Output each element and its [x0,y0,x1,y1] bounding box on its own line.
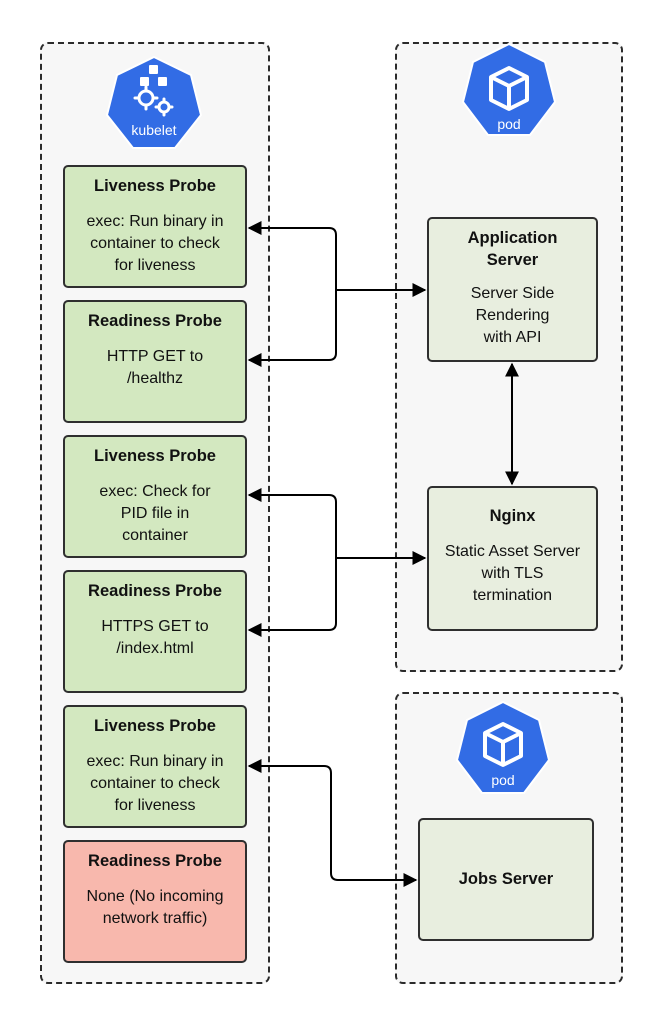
pod-label: pod [497,116,520,132]
probe-readiness-jobs: Readiness Probe None (No incoming networ… [63,840,247,963]
pod-badge-1: pod [461,42,557,140]
jobs-server-box: Jobs Server [418,818,594,941]
probe-liveness-app: Liveness Probe exec: Run binary in conta… [63,165,247,288]
pod-label: pod [491,772,514,788]
probe-readiness-app: Readiness Probe HTTP GET to /healthz [63,300,247,423]
probe-liveness-nginx: Liveness Probe exec: Check for PID file … [63,435,247,558]
probe-title: Readiness Probe [88,852,222,870]
server-description: Server Side Rendering with API [470,285,555,346]
probe-liveness-jobs: Liveness Probe exec: Run binary in conta… [63,705,247,828]
probe-title: Readiness Probe [88,312,222,330]
server-title: Application Server [467,229,558,269]
pod-cube-icon [489,66,529,111]
probe-title: Liveness Probe [94,177,216,195]
probe-title: Readiness Probe [88,582,222,600]
kubelet-badge: kubelet [104,55,204,153]
server-description: Static Asset Server with TLS termination [444,543,581,604]
probe-description: exec: Check for PID file in container [99,483,211,544]
probe-title: Liveness Probe [94,447,216,465]
pod-cube-icon [483,722,523,767]
kubelet-label: kubelet [131,122,176,138]
nginx-server-box: Nginx Static Asset Server with TLS termi… [427,486,598,631]
server-title: Nginx [489,507,536,525]
kubernetes-heptagon-icon [105,55,203,149]
application-server-box: Application Server Server Side Rendering… [427,217,598,362]
connector-liveness-jobs [247,759,418,887]
probe-description: exec: Run binary in container to check f… [86,213,224,274]
server-title: Jobs Server [458,870,554,888]
probe-description: HTTPS GET to /index.html [101,618,209,657]
probe-description: exec: Run binary in container to check f… [86,753,224,814]
pod-badge-2: pod [455,700,551,798]
probe-readiness-nginx: Readiness Probe HTTPS GET to /index.html [63,570,247,693]
probe-description: HTTP GET to /healthz [106,348,204,387]
probe-description: None (No incoming network traffic) [86,888,224,927]
probe-title: Liveness Probe [94,717,216,735]
